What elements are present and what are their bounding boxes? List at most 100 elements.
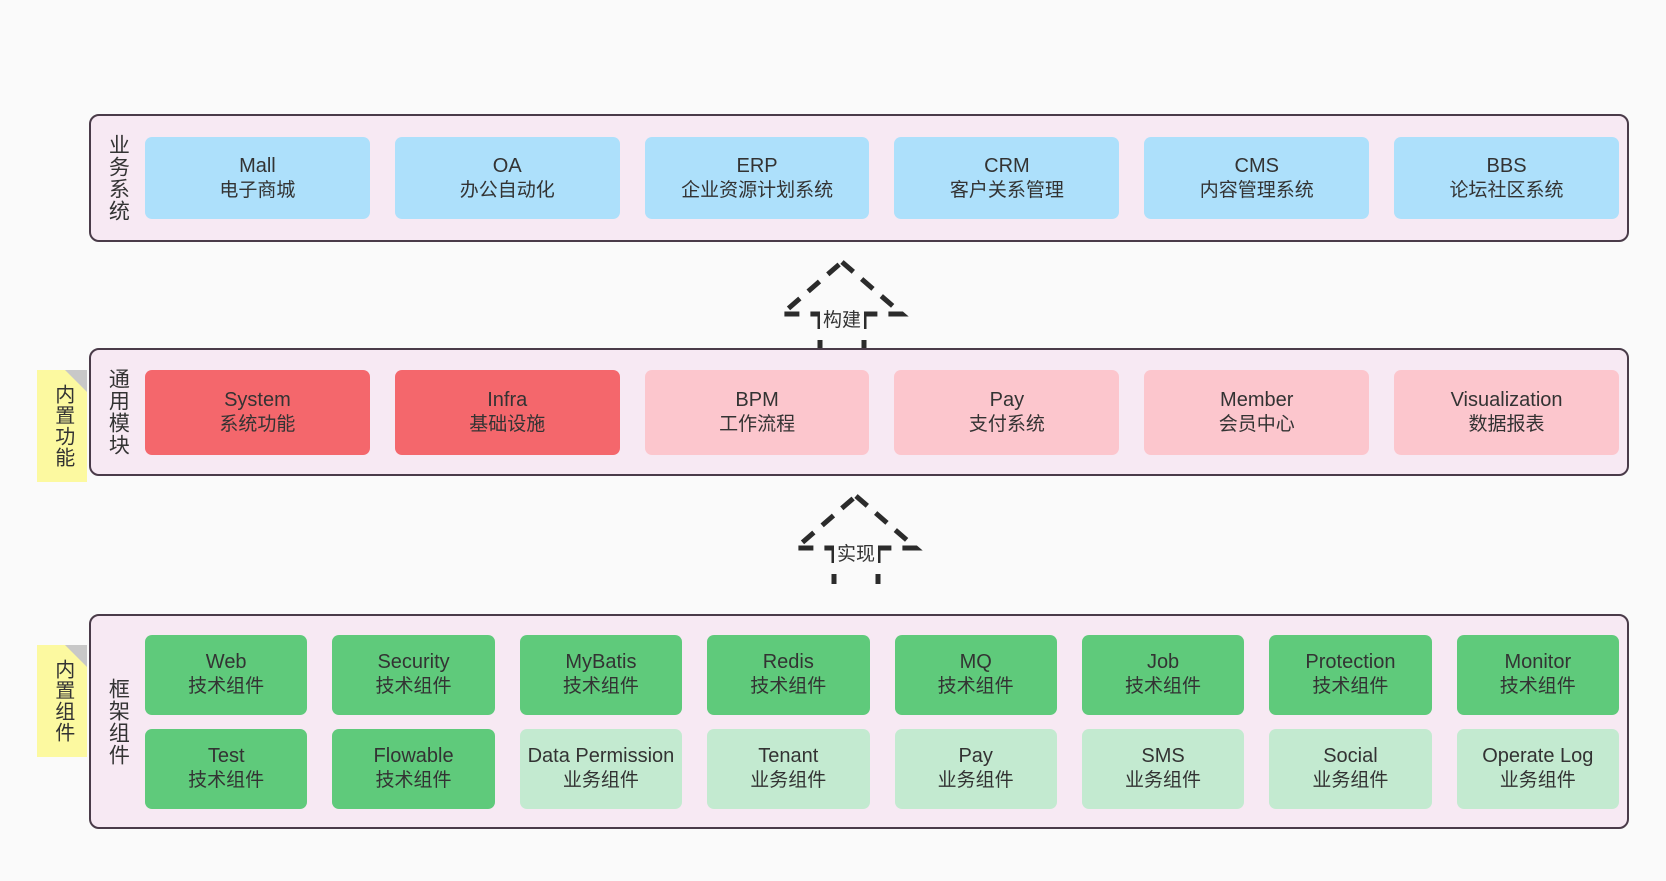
card-protection[interactable]: Protection 技术组件 bbox=[1269, 634, 1432, 715]
card-title: SMS bbox=[1141, 745, 1185, 768]
note-builtin-feature: 内置功能 bbox=[37, 370, 87, 482]
layer-framework-component: 框架组件 Web 技术组件 Security 技术组件 MyBatis 技术组件… bbox=[89, 614, 1629, 829]
card-subtitle: 业务组件 bbox=[937, 770, 1014, 792]
note-label: 内置组件 bbox=[51, 659, 74, 743]
card-title: MQ bbox=[959, 651, 992, 674]
card-title: Job bbox=[1146, 651, 1180, 674]
card-oa[interactable]: OA 办公自动化 bbox=[394, 137, 620, 219]
card-subtitle: 电子商城 bbox=[219, 179, 296, 201]
card-title: MyBatis bbox=[565, 651, 637, 674]
card-bbs[interactable]: BBS 论坛社区系统 bbox=[1394, 137, 1619, 219]
card-visualization[interactable]: Visualization 数据报表 bbox=[1394, 369, 1619, 455]
card-crm[interactable]: CRM 客户关系管理 bbox=[894, 137, 1120, 219]
card-erp[interactable]: ERP 企业资源计划系统 bbox=[644, 137, 870, 219]
card-pay-business[interactable]: Pay 业务组件 bbox=[894, 728, 1057, 809]
card-row: System 系统功能 Infra 基础设施 BPM 工作流程 Pay 支付系统… bbox=[145, 369, 1619, 455]
card-subtitle: 技术组件 bbox=[750, 676, 827, 698]
connector-label-build: 构建 bbox=[819, 305, 865, 332]
card-title: Mall bbox=[239, 154, 276, 177]
layer-title-business-system: 业务系统 bbox=[106, 134, 130, 222]
card-subtitle: 业务组件 bbox=[562, 770, 639, 792]
layer-body-common-module: System 系统功能 Infra 基础设施 BPM 工作流程 Pay 支付系统… bbox=[143, 350, 1627, 474]
folded-corner-icon bbox=[65, 370, 87, 392]
layer-title-common-module: 通用模块 bbox=[106, 368, 130, 456]
card-mq[interactable]: MQ 技术组件 bbox=[894, 634, 1057, 715]
folded-corner-icon bbox=[65, 645, 87, 667]
card-title: OA bbox=[492, 154, 522, 177]
card-title: Operate Log bbox=[1482, 745, 1594, 768]
card-row: Web 技术组件 Security 技术组件 MyBatis 技术组件 Redi… bbox=[145, 634, 1619, 715]
card-tenant[interactable]: Tenant 业务组件 bbox=[707, 728, 870, 809]
layer-body-framework-component: Web 技术组件 Security 技术组件 MyBatis 技术组件 Redi… bbox=[143, 616, 1627, 827]
card-row: Test 技术组件 Flowable 技术组件 Data Permission … bbox=[145, 728, 1619, 809]
card-subtitle: 办公自动化 bbox=[459, 179, 555, 201]
card-title: Security bbox=[377, 651, 450, 674]
card-title: Pay bbox=[958, 745, 993, 768]
card-monitor[interactable]: Monitor 技术组件 bbox=[1456, 634, 1619, 715]
card-title: Flowable bbox=[373, 745, 454, 768]
card-title: Web bbox=[205, 651, 247, 674]
card-subtitle: 业务组件 bbox=[1125, 770, 1202, 792]
card-infra[interactable]: Infra 基础设施 bbox=[394, 369, 620, 455]
card-subtitle: 技术组件 bbox=[375, 770, 452, 792]
card-title: CMS bbox=[1234, 154, 1279, 177]
card-title: Social bbox=[1323, 745, 1378, 768]
card-social[interactable]: Social 业务组件 bbox=[1269, 728, 1432, 809]
card-mybatis[interactable]: MyBatis 技术组件 bbox=[519, 634, 683, 715]
card-subtitle: 论坛社区系统 bbox=[1449, 179, 1564, 201]
card-title: CRM bbox=[984, 154, 1030, 177]
card-subtitle: 企业资源计划系统 bbox=[681, 179, 834, 201]
card-system[interactable]: System 系统功能 bbox=[145, 369, 370, 455]
card-title: Tenant bbox=[758, 745, 819, 768]
card-title: System bbox=[224, 388, 291, 411]
card-title: Test bbox=[207, 745, 245, 768]
card-subtitle: 客户关系管理 bbox=[949, 179, 1064, 201]
layer-body-business-system: Mall 电子商城 OA 办公自动化 ERP 企业资源计划系统 CRM 客户关系… bbox=[143, 116, 1627, 240]
card-security[interactable]: Security 技术组件 bbox=[332, 634, 495, 715]
card-title: ERP bbox=[736, 154, 778, 177]
card-subtitle: 技术组件 bbox=[1499, 676, 1576, 698]
card-redis[interactable]: Redis 技术组件 bbox=[707, 634, 870, 715]
card-data-permission[interactable]: Data Permission 业务组件 bbox=[519, 728, 683, 809]
layer-business-system: 业务系统 Mall 电子商城 OA 办公自动化 ERP 企业资源计划系统 CRM bbox=[89, 114, 1629, 242]
card-subtitle: 数据报表 bbox=[1468, 413, 1545, 435]
card-subtitle: 基础设施 bbox=[469, 413, 546, 435]
generalization-arrow-icon bbox=[775, 258, 909, 350]
card-subtitle: 技术组件 bbox=[1125, 676, 1202, 698]
card-job[interactable]: Job 技术组件 bbox=[1081, 634, 1245, 715]
connector-implement: 实现 bbox=[776, 492, 936, 584]
card-subtitle: 技术组件 bbox=[375, 676, 452, 698]
card-bpm[interactable]: BPM 工作流程 bbox=[644, 369, 870, 455]
card-subtitle: 技术组件 bbox=[562, 676, 639, 698]
card-member[interactable]: Member 会员中心 bbox=[1144, 369, 1370, 455]
note-builtin-component: 内置组件 bbox=[37, 645, 87, 757]
card-title: Member bbox=[1220, 388, 1294, 411]
card-subtitle: 技术组件 bbox=[188, 676, 265, 698]
card-flowable[interactable]: Flowable 技术组件 bbox=[332, 728, 495, 809]
card-cms[interactable]: CMS 内容管理系统 bbox=[1144, 137, 1370, 219]
card-title: Data Permission bbox=[527, 745, 675, 768]
card-title: Protection bbox=[1305, 651, 1396, 674]
card-title: Infra bbox=[487, 388, 528, 411]
card-title: Pay bbox=[989, 388, 1025, 411]
connector-label-implement: 实现 bbox=[833, 539, 879, 566]
card-web[interactable]: Web 技术组件 bbox=[145, 634, 308, 715]
card-operate-log[interactable]: Operate Log 业务组件 bbox=[1456, 728, 1619, 809]
card-subtitle: 技术组件 bbox=[937, 676, 1014, 698]
card-sms[interactable]: SMS 业务组件 bbox=[1081, 728, 1245, 809]
card-title: Visualization bbox=[1450, 388, 1563, 411]
card-title: Redis bbox=[762, 651, 814, 674]
card-subtitle: 支付系统 bbox=[968, 413, 1045, 435]
card-mall[interactable]: Mall 电子商城 bbox=[145, 137, 370, 219]
card-subtitle: 系统功能 bbox=[219, 413, 296, 435]
card-title: BPM bbox=[735, 388, 779, 411]
card-test[interactable]: Test 技术组件 bbox=[145, 728, 308, 809]
generalization-arrow-icon bbox=[789, 492, 923, 584]
card-subtitle: 内容管理系统 bbox=[1199, 179, 1314, 201]
card-pay[interactable]: Pay 支付系统 bbox=[894, 369, 1120, 455]
card-subtitle: 业务组件 bbox=[1312, 770, 1389, 792]
note-label: 内置功能 bbox=[51, 384, 74, 468]
card-subtitle: 业务组件 bbox=[1499, 770, 1576, 792]
card-title: BBS bbox=[1486, 154, 1527, 177]
